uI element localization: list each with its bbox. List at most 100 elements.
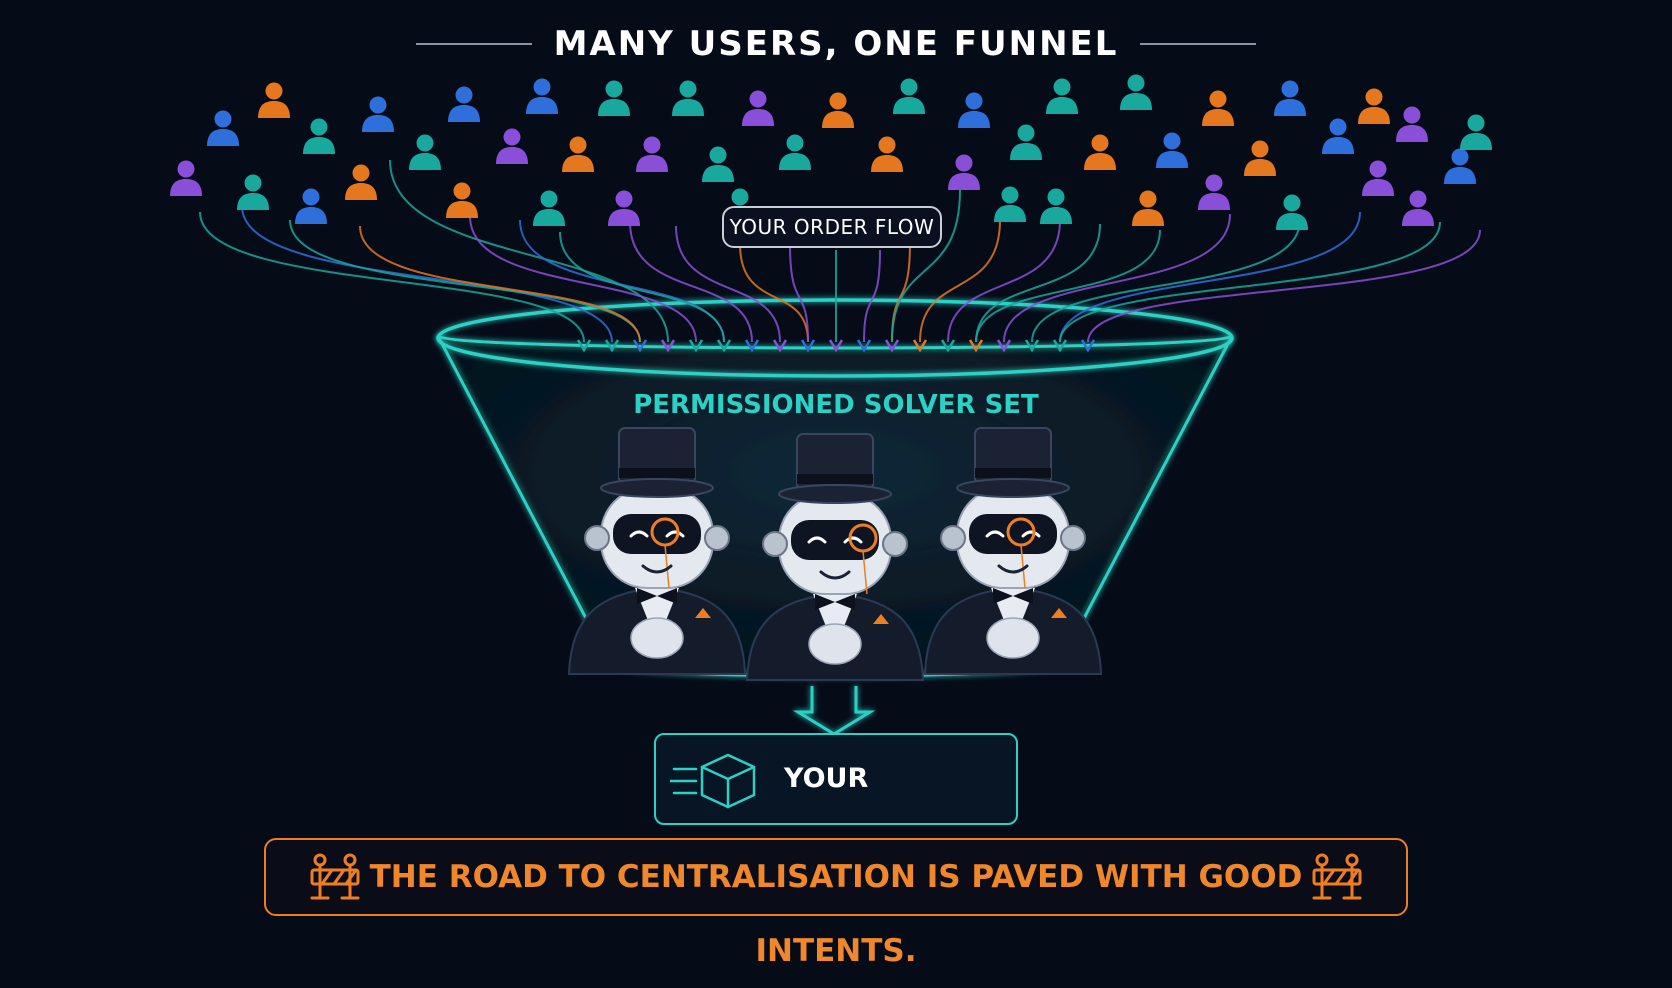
person-icon xyxy=(1198,174,1230,210)
flow-line xyxy=(1087,229,1481,343)
person-icon xyxy=(636,136,668,172)
flow-line xyxy=(389,159,669,343)
banner-text: THE ROAD TO CENTRALISATION IS PAVED WITH… xyxy=(369,859,1303,969)
flow-line xyxy=(919,219,1001,343)
person-icon xyxy=(1460,114,1492,150)
flow-arrowhead xyxy=(884,339,900,353)
person-icon xyxy=(1156,132,1188,168)
flow-arrowhead xyxy=(744,339,760,353)
person-icon xyxy=(1084,134,1116,170)
flow-arrowhead xyxy=(1052,339,1068,353)
flow-arrowhead xyxy=(856,339,872,353)
flow-arrowhead xyxy=(632,339,648,353)
roadblock-barrier-icon xyxy=(1312,853,1362,900)
person-icon xyxy=(345,164,377,200)
flow-arrowhead xyxy=(996,339,1012,353)
flow-arrowhead xyxy=(800,339,816,353)
person-icon xyxy=(446,182,478,218)
person-icon xyxy=(303,118,335,154)
order-flow-lines xyxy=(199,159,1481,353)
execution-label: YOUR EXECUTION xyxy=(784,763,957,882)
person-icon xyxy=(1274,80,1306,116)
flow-arrowhead xyxy=(968,339,984,353)
users-crowd xyxy=(170,74,1492,230)
flow-line xyxy=(1059,211,1361,343)
person-icon xyxy=(1358,88,1390,124)
person-icon xyxy=(1244,140,1276,176)
funnel-output-arrow xyxy=(792,686,876,736)
flow-arrowhead xyxy=(660,339,676,353)
person-icon xyxy=(1120,74,1152,110)
flow-line xyxy=(891,241,911,343)
flow-line xyxy=(469,215,697,343)
flow-line xyxy=(947,219,1061,343)
flow-line xyxy=(1031,219,1301,343)
page-title: MANY USERS, ONE FUNNEL xyxy=(553,24,1119,64)
person-icon xyxy=(948,154,980,190)
flow-line xyxy=(359,225,641,343)
person-icon xyxy=(742,90,774,126)
person-icon xyxy=(1046,78,1078,114)
flow-line xyxy=(739,243,809,343)
person-icon xyxy=(1040,188,1072,224)
execution-box: YOUR EXECUTION xyxy=(654,733,1018,882)
person-icon xyxy=(409,134,441,170)
flow-line xyxy=(519,219,725,343)
flow-line xyxy=(863,249,881,343)
title-row: MANY USERS, ONE FUNNEL xyxy=(0,18,1672,70)
person-icon xyxy=(1362,160,1394,196)
person-icon xyxy=(207,110,239,146)
person-icon xyxy=(496,128,528,164)
title-rule-left xyxy=(415,43,532,45)
person-icon xyxy=(526,78,558,114)
flow-line xyxy=(241,205,613,343)
title-rule-right xyxy=(1140,43,1257,45)
person-icon xyxy=(672,80,704,116)
flow-line xyxy=(789,243,809,343)
flow-arrowhead xyxy=(940,339,956,353)
flow-line xyxy=(975,229,1161,343)
roadblock-barrier-icon xyxy=(310,853,360,900)
flow-arrowhead xyxy=(1080,339,1096,353)
solver-robots xyxy=(567,427,1103,681)
person-icon xyxy=(170,160,202,196)
flow-arrowhead xyxy=(772,339,788,353)
flow-line xyxy=(559,231,725,343)
flow-line xyxy=(629,221,753,343)
flow-line xyxy=(1003,213,1231,343)
solver-set-label: PERMISSIONED SOLVER SET xyxy=(633,390,1039,420)
robot-top-hat-icon xyxy=(745,433,925,681)
flow-line xyxy=(1059,221,1441,343)
person-icon xyxy=(958,92,990,128)
person-icon xyxy=(237,174,269,210)
person-icon xyxy=(1402,190,1434,226)
cube-icon xyxy=(670,753,756,809)
robot-top-hat-icon xyxy=(567,427,747,675)
person-icon xyxy=(258,82,290,118)
flow-arrowhead xyxy=(604,339,620,353)
person-icon xyxy=(362,96,394,132)
person-icon xyxy=(702,146,734,182)
person-icon xyxy=(871,136,903,172)
funnel-diagram xyxy=(170,74,1492,736)
person-icon xyxy=(1396,106,1428,142)
person-icon xyxy=(893,78,925,114)
flow-arrowhead xyxy=(576,339,592,353)
person-icon xyxy=(1132,190,1164,226)
flow-arrowhead xyxy=(716,339,732,353)
flow-line xyxy=(975,223,1101,343)
flow-line xyxy=(199,211,585,343)
flow-line xyxy=(891,189,961,343)
flow-arrowhead xyxy=(912,339,928,353)
flow-line xyxy=(675,225,781,343)
person-icon xyxy=(598,80,630,116)
person-icon xyxy=(779,134,811,170)
person-icon xyxy=(562,136,594,172)
person-icon xyxy=(1276,194,1308,230)
person-icon xyxy=(1010,124,1042,160)
warning-banner: THE ROAD TO CENTRALISATION IS PAVED WITH… xyxy=(264,838,1408,969)
flow-arrowhead xyxy=(688,339,704,353)
person-icon xyxy=(533,190,565,226)
person-icon xyxy=(448,86,480,122)
flow-arrowhead xyxy=(828,339,844,353)
